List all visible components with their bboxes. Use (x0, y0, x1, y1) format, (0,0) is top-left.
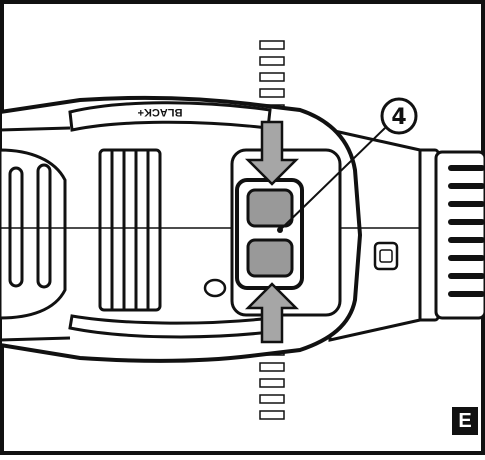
arrow-down-icon (244, 120, 300, 186)
chuck (416, 148, 485, 322)
callout-circle (380, 97, 418, 135)
figure-label: E (452, 407, 478, 435)
neck-slot (373, 241, 399, 271)
callout-leader (279, 127, 386, 231)
release-button-top[interactable] (246, 188, 294, 228)
dash-guide-bottom (259, 346, 285, 420)
dash-guide-top (259, 40, 285, 114)
release-button-bottom[interactable] (246, 238, 294, 278)
indicator-dot (203, 278, 227, 298)
brand-text: BLACK+ (138, 106, 183, 118)
arrow-up-icon (244, 282, 300, 344)
callout-number-4: 4 (391, 105, 406, 130)
vent-ribs (98, 148, 162, 312)
grip-area (0, 126, 71, 342)
